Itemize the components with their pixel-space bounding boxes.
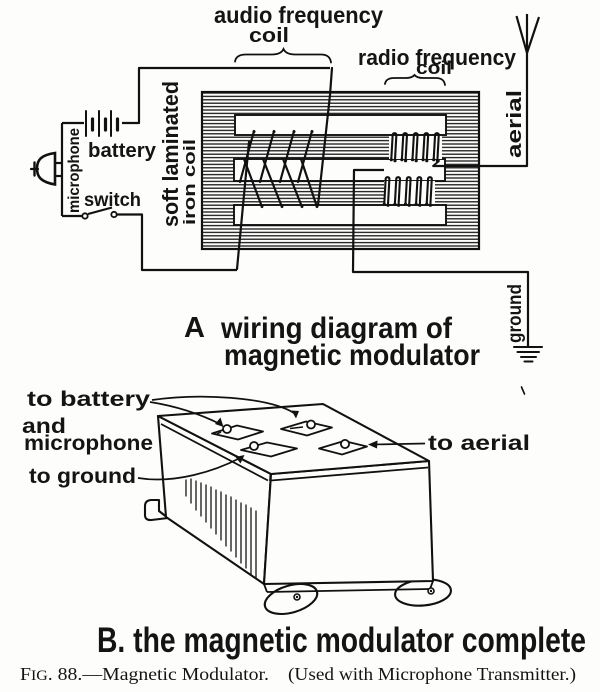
- svg-text:audio frequency: audio frequency: [214, 2, 383, 28]
- svg-text:radio frequency: radio frequency: [358, 45, 517, 70]
- svg-text:coil: coil: [249, 25, 289, 47]
- svg-text:to ground: to ground: [29, 465, 136, 488]
- svg-text:(Used with Microphone Transmit: (Used with Microphone Transmitter.): [288, 664, 576, 685]
- svg-text:to aerial: to aerial: [428, 432, 530, 455]
- svg-text:magnetic modulator: magnetic modulator: [224, 339, 480, 372]
- svg-text:to battery: to battery: [27, 388, 150, 411]
- svg-text:coil: coil: [416, 58, 452, 78]
- svg-text:switch: switch: [84, 190, 141, 211]
- svg-text:A: A: [184, 312, 205, 344]
- svg-text:battery: battery: [88, 140, 157, 162]
- svg-text:soft laminated: soft laminated: [158, 81, 183, 227]
- svg-text:aerial: aerial: [504, 90, 526, 158]
- svg-text:microphone: microphone: [24, 432, 153, 455]
- svg-text:iron coil: iron coil: [180, 139, 199, 225]
- svg-text:wiring diagram of: wiring diagram of: [220, 312, 453, 345]
- svg-text:ground: ground: [505, 284, 526, 343]
- svg-text:microphone: microphone: [66, 128, 83, 213]
- svg-text:and: and: [22, 415, 66, 438]
- svg-text:FIG. 88.—Magnetic Modulator.: FIG. 88.—Magnetic Modulator.: [20, 664, 269, 684]
- svg-text:B. the magnetic modulator comp: B. the magnetic modulator complete: [97, 621, 586, 660]
